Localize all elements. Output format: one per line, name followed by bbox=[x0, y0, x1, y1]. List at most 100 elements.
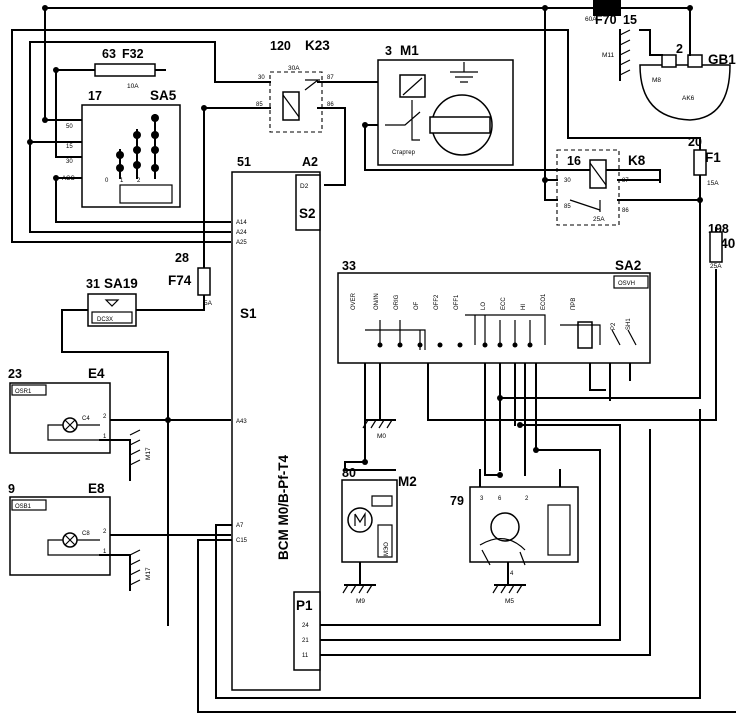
svg-text:63: 63 bbox=[102, 47, 116, 61]
svg-text:30A: 30A bbox=[288, 65, 300, 72]
svg-text:K23: K23 bbox=[305, 38, 330, 53]
svg-text:11: 11 bbox=[302, 653, 309, 659]
svg-text:SH1: SH1 bbox=[626, 318, 632, 330]
svg-text:87: 87 bbox=[327, 75, 334, 81]
motor-m3: 79 M3 3 6 2 4 M5 bbox=[450, 485, 579, 605]
sa2-position-headers: OVER ON/IN ORIG OF OFF2 OFF1 LO ECC HI E… bbox=[351, 292, 632, 330]
svg-text:A7: A7 bbox=[236, 523, 244, 529]
svg-text:C8: C8 bbox=[82, 531, 90, 537]
svg-text:A43: A43 bbox=[236, 419, 247, 425]
svg-text:21: 21 bbox=[302, 638, 309, 644]
svg-text:86: 86 bbox=[622, 208, 629, 214]
svg-text:D2: D2 bbox=[300, 183, 309, 190]
svg-text:2: 2 bbox=[103, 529, 107, 535]
svg-text:GB1: GB1 bbox=[708, 52, 736, 67]
svg-text:120: 120 bbox=[270, 39, 291, 53]
svg-text:C15: C15 bbox=[236, 538, 248, 544]
svg-text:3: 3 bbox=[385, 44, 392, 58]
svg-text:16: 16 bbox=[567, 154, 581, 168]
svg-text:P2: P2 bbox=[611, 322, 617, 330]
svg-text:ACC: ACC bbox=[62, 176, 75, 182]
svg-text:M17: M17 bbox=[145, 567, 152, 580]
svg-text:80: 80 bbox=[342, 466, 356, 480]
svg-text:6: 6 bbox=[498, 496, 502, 502]
svg-text:24: 24 bbox=[302, 623, 309, 629]
svg-text:Стартер: Стартер bbox=[392, 150, 416, 156]
svg-text:A24: A24 bbox=[236, 230, 247, 236]
svg-text:30: 30 bbox=[258, 75, 265, 81]
svg-text:OFF1: OFF1 bbox=[454, 294, 460, 310]
svg-text:9: 9 bbox=[8, 482, 15, 496]
ground-m11: M11 bbox=[602, 29, 631, 81]
svg-text:S1: S1 bbox=[240, 306, 257, 321]
svg-text:LO: LO bbox=[481, 302, 487, 310]
relay-k23: 120 K23 30A 30 87 85 86 bbox=[256, 38, 334, 133]
svg-text:E8: E8 bbox=[88, 481, 105, 496]
svg-text:M11: M11 bbox=[602, 52, 615, 59]
svg-text:OSR1: OSR1 bbox=[15, 389, 32, 395]
svg-text:OSVH: OSVH bbox=[618, 281, 635, 287]
svg-text:ON/IN: ON/IN bbox=[374, 293, 380, 310]
svg-text:A25: A25 bbox=[236, 240, 247, 246]
svg-text:SA2: SA2 bbox=[615, 258, 641, 273]
svg-text:30: 30 bbox=[564, 178, 571, 184]
junction-dots bbox=[27, 5, 703, 478]
svg-text:85: 85 bbox=[256, 102, 263, 108]
svg-text:C4: C4 bbox=[82, 416, 90, 422]
svg-text:25A: 25A bbox=[593, 216, 605, 223]
svg-text:M8: M8 bbox=[652, 77, 661, 84]
battery-gb1: 2 GB1 M8 AK6 bbox=[639, 29, 736, 121]
svg-text:25A: 25A bbox=[710, 263, 722, 270]
svg-text:F32: F32 bbox=[122, 47, 144, 61]
ignition-switch-sa5: 17 SA5 50 15 30 ACC 0 1 2 bbox=[62, 88, 181, 208]
svg-text:15A: 15A bbox=[707, 180, 719, 187]
motor-m2: 80 M2 МЭО M9 bbox=[341, 466, 417, 605]
svg-text:28: 28 bbox=[175, 251, 189, 265]
fuse-f70: 60A F70 15 bbox=[585, 0, 637, 27]
svg-text:60A: 60A bbox=[585, 16, 597, 23]
bcm-module: 51 A2 D2 S2 S1 BCM M0/B-Pf-T4 P1 A14 A24… bbox=[231, 155, 321, 691]
svg-text:86: 86 bbox=[327, 102, 334, 108]
svg-text:2: 2 bbox=[103, 414, 107, 420]
svg-text:51: 51 bbox=[237, 155, 251, 169]
svg-text:F1: F1 bbox=[705, 150, 721, 165]
svg-text:50: 50 bbox=[66, 124, 73, 130]
svg-text:87: 87 bbox=[622, 178, 629, 184]
svg-text:BCM M0/B-Pf-T4: BCM M0/B-Pf-T4 bbox=[276, 455, 291, 560]
svg-text:M5: M5 bbox=[505, 598, 514, 605]
svg-text:ORIG: ORIG bbox=[394, 294, 400, 310]
switch-sa2: 33 SA2 OSVH OVER ON/IN ORIG OF OFF2 OFF1… bbox=[337, 258, 651, 364]
svg-text:SA19: SA19 bbox=[104, 276, 138, 291]
svg-text:A14: A14 bbox=[236, 220, 247, 226]
svg-text:F74: F74 bbox=[168, 273, 192, 288]
svg-text:31: 31 bbox=[86, 277, 100, 291]
svg-text:M2: M2 bbox=[398, 474, 417, 489]
svg-text:OFF2: OFF2 bbox=[434, 294, 440, 310]
svg-text:SA5: SA5 bbox=[150, 88, 177, 103]
fuse-f74: 28 F74 5A bbox=[168, 251, 213, 307]
svg-text:A2: A2 bbox=[302, 155, 318, 169]
svg-text:2: 2 bbox=[676, 42, 683, 56]
svg-text:МЭО: МЭО bbox=[384, 542, 390, 556]
svg-text:ECO1: ECO1 bbox=[541, 293, 547, 310]
svg-text:S2: S2 bbox=[299, 206, 316, 221]
svg-text:4: 4 bbox=[510, 571, 514, 577]
svg-text:15: 15 bbox=[66, 144, 73, 150]
svg-text:2: 2 bbox=[137, 178, 141, 184]
svg-text:OF: OF bbox=[414, 301, 420, 310]
svg-text:E4: E4 bbox=[88, 366, 105, 381]
svg-text:1: 1 bbox=[120, 178, 124, 184]
svg-text:3: 3 bbox=[480, 496, 484, 502]
fuse-f1: 20 F1 15A bbox=[688, 135, 721, 187]
svg-text:M1: M1 bbox=[400, 43, 419, 58]
svg-text:P1: P1 bbox=[296, 598, 313, 613]
svg-text:85: 85 bbox=[564, 204, 571, 210]
svg-text:OSB1: OSB1 bbox=[15, 504, 32, 510]
svg-text:K8: K8 bbox=[628, 153, 646, 168]
svg-text:ECC: ECC bbox=[501, 297, 507, 310]
svg-text:DC3X: DC3X bbox=[97, 317, 113, 323]
svg-text:F70: F70 bbox=[595, 13, 617, 27]
svg-text:HI: HI bbox=[521, 304, 527, 310]
svg-text:1: 1 bbox=[103, 434, 107, 440]
